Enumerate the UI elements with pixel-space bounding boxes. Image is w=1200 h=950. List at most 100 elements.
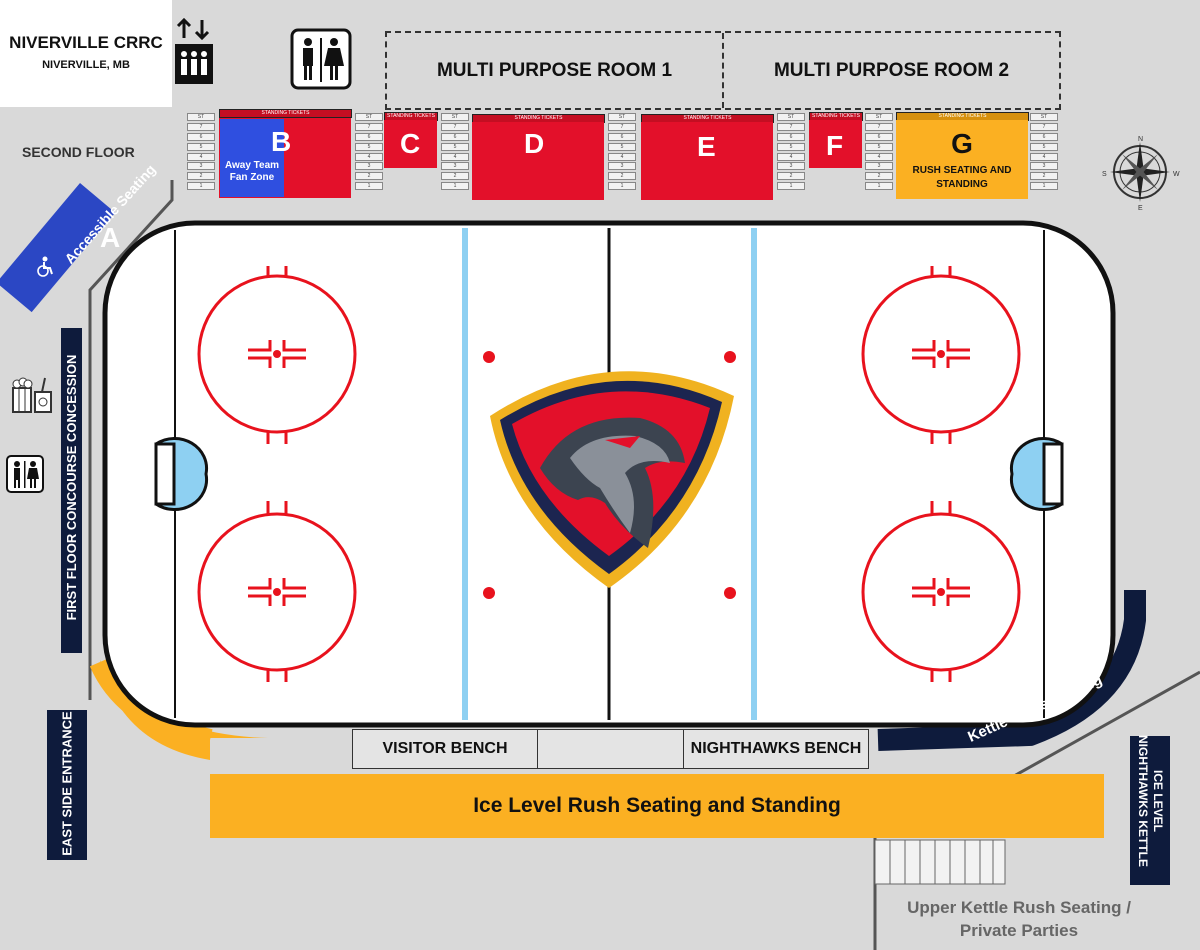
section-b[interactable]: B Away Team Fan Zone <box>219 118 351 198</box>
row-label: 2 <box>441 172 469 181</box>
elevator-icon <box>175 17 213 84</box>
row-label: 6 <box>1030 132 1058 141</box>
venue-title: NIVERVILLE CRRC <box>9 33 163 52</box>
row-label: 7 <box>1030 122 1058 131</box>
row-label: 4 <box>777 152 805 161</box>
concourse-concession: FIRST FLOOR CONCOURSE CONCESSION <box>61 328 82 653</box>
row-label: ST <box>441 113 469 121</box>
row-label: 5 <box>187 142 215 151</box>
section-g[interactable]: G RUSH SEATING AND STANDING <box>896 120 1028 199</box>
venue-title-box: NIVERVILLE CRRC NIVERVILLE, MB <box>0 0 172 107</box>
multipurpose-room-1: MULTI PURPOSE ROOM 1 <box>387 33 724 108</box>
row-label: 3 <box>441 162 469 171</box>
section-d-letter: D <box>524 128 545 159</box>
row-label: 7 <box>355 122 383 131</box>
visitor-bench: VISITOR BENCH <box>352 729 538 769</box>
away-team-fan-zone: Away Team Fan Zone <box>224 160 280 183</box>
row-label: 4 <box>355 152 383 161</box>
kettle-ice-label: ICE LEVEL NIGHTHAWKS KETTLE <box>1135 726 1165 876</box>
section-e-letter: E <box>697 131 716 162</box>
east-side-entrance[interactable]: EAST SIDE ENTRANCE <box>47 710 87 860</box>
row-label: 4 <box>441 152 469 161</box>
row-label: 7 <box>608 122 636 131</box>
row-label: 2 <box>865 172 893 181</box>
multipurpose-rooms: MULTI PURPOSE ROOM 1 MULTI PURPOSE ROOM … <box>385 31 1061 110</box>
row-label: 1 <box>1030 182 1058 191</box>
row-label: 3 <box>608 162 636 171</box>
nighthawks-logo <box>490 371 734 588</box>
kettle-ice-line1: ICE LEVEL <box>1151 769 1165 832</box>
section-c[interactable]: C <box>384 120 437 168</box>
row-label: 6 <box>187 132 215 141</box>
section-c-letter: C <box>400 128 421 159</box>
row-label: 1 <box>187 182 215 191</box>
concession-icon <box>12 377 52 413</box>
row-label: ST <box>187 113 215 121</box>
row-label: 2 <box>608 172 636 181</box>
section-b-letter: B <box>271 126 292 157</box>
penalty-box <box>537 729 684 769</box>
row-label: 1 <box>441 182 469 191</box>
ice-level-kettle[interactable]: ICE LEVEL NIGHTHAWKS KETTLE <box>1130 735 1170 885</box>
row-label: ST <box>1030 113 1058 121</box>
section-a-letter: A <box>100 222 121 253</box>
row-label: 6 <box>355 132 383 141</box>
upper-kettle-line1: Upper Kettle Rush Seating / <box>907 898 1131 917</box>
ice-level-rush-seating[interactable]: Ice Level Rush Seating and Standing <box>210 774 1104 838</box>
washroom-icon <box>290 28 352 90</box>
row-label: 5 <box>355 142 383 151</box>
compass-east: E <box>1138 205 1143 212</box>
row-label: 7 <box>441 122 469 131</box>
compass-icon: N S E W <box>1102 136 1180 212</box>
row-label: 2 <box>777 172 805 181</box>
row-label: 3 <box>355 162 383 171</box>
row-label: 6 <box>865 132 893 141</box>
multipurpose-room-2: MULTI PURPOSE ROOM 2 <box>773 59 1010 81</box>
entrance-label: EAST SIDE ENTRANCE <box>59 711 75 856</box>
row-label: 3 <box>777 162 805 171</box>
venue-subtitle: NIVERVILLE, MB <box>42 59 130 71</box>
washroom-icon <box>6 455 44 493</box>
row-label: ST <box>865 113 893 121</box>
section-g-label: RUSH SEATING AND STANDING <box>912 165 1012 190</box>
row-label: 6 <box>441 132 469 141</box>
row-label: 1 <box>865 182 893 191</box>
row-label: 4 <box>865 152 893 161</box>
row-label: 3 <box>865 162 893 171</box>
compass-north: N <box>1138 136 1143 143</box>
row-label: 5 <box>777 142 805 151</box>
section-f-letter: F <box>826 130 844 161</box>
row-label: 7 <box>187 122 215 131</box>
section-e[interactable]: E <box>641 122 773 200</box>
row-label: 5 <box>441 142 469 151</box>
compass-south: S <box>1102 171 1107 178</box>
ice-rink <box>102 220 1116 728</box>
row-label: ST <box>355 113 383 121</box>
section-g-letter: G <box>951 128 973 159</box>
row-label: 4 <box>187 152 215 161</box>
wheelchair-icon <box>33 254 57 278</box>
row-label: ST <box>608 113 636 121</box>
row-label: 5 <box>1030 142 1058 151</box>
row-label: 5 <box>608 142 636 151</box>
row-label: 2 <box>1030 172 1058 181</box>
compass-west: W <box>1173 171 1180 178</box>
faceoff-hashmarks <box>248 340 970 606</box>
row-label: 1 <box>608 182 636 191</box>
row-label: 7 <box>777 122 805 131</box>
upper-kettle-line2: Private Parties <box>959 921 1079 940</box>
row-label: 6 <box>777 132 805 141</box>
row-label: 5 <box>865 142 893 151</box>
section-b-standing-strip: STANDING TICKETS <box>219 109 352 118</box>
concession-label: FIRST FLOOR CONCOURSE CONCESSION <box>64 354 79 621</box>
section-d[interactable]: D <box>472 122 604 200</box>
row-label: 1 <box>777 182 805 191</box>
section-f[interactable]: F <box>809 120 862 168</box>
